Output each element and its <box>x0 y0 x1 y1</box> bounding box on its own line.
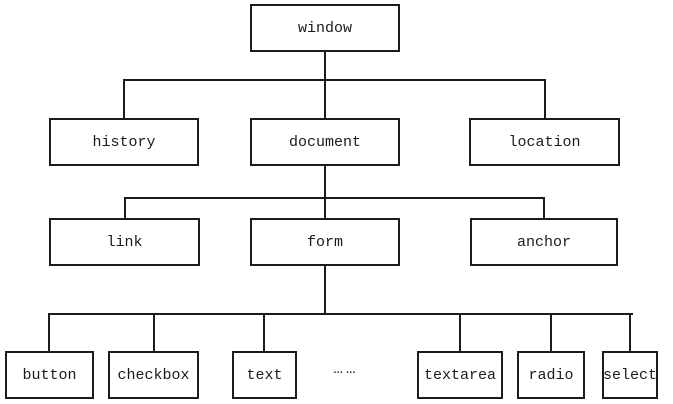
connector-level2-bar <box>124 197 545 199</box>
node-location: location <box>469 118 620 166</box>
connector-drop-select <box>629 313 631 351</box>
connector-drop-text <box>263 313 265 351</box>
node-text: text <box>232 351 297 399</box>
connector-document-stem <box>324 166 326 199</box>
node-textarea: textarea <box>417 351 503 399</box>
connector-drop-checkbox <box>153 313 155 351</box>
connector-drop-link <box>124 197 126 218</box>
node-button: button <box>5 351 94 399</box>
connector-drop-location <box>544 79 546 119</box>
node-form: form <box>250 218 400 266</box>
connector-drop-textarea <box>459 313 461 351</box>
node-link: link <box>49 218 200 266</box>
connector-window-stem <box>324 52 326 81</box>
node-document: document <box>250 118 400 166</box>
connector-drop-anchor <box>543 197 545 218</box>
node-history: history <box>49 118 199 166</box>
connector-level3-bar <box>48 313 633 315</box>
node-checkbox: checkbox <box>108 351 199 399</box>
connector-drop-history <box>123 79 125 119</box>
connector-drop-radio <box>550 313 552 351</box>
node-anchor: anchor <box>470 218 618 266</box>
connector-form-stem <box>324 266 326 315</box>
node-window: window <box>250 4 400 52</box>
connector-level1-bar <box>123 79 546 81</box>
ellipsis-more-controls: …… <box>306 351 386 399</box>
ellipsis-label: …… <box>333 360 359 378</box>
connector-drop-document <box>324 79 326 119</box>
connector-drop-button <box>48 313 50 351</box>
connector-drop-form <box>324 197 326 218</box>
node-radio: radio <box>517 351 585 399</box>
node-select: select <box>602 351 658 399</box>
